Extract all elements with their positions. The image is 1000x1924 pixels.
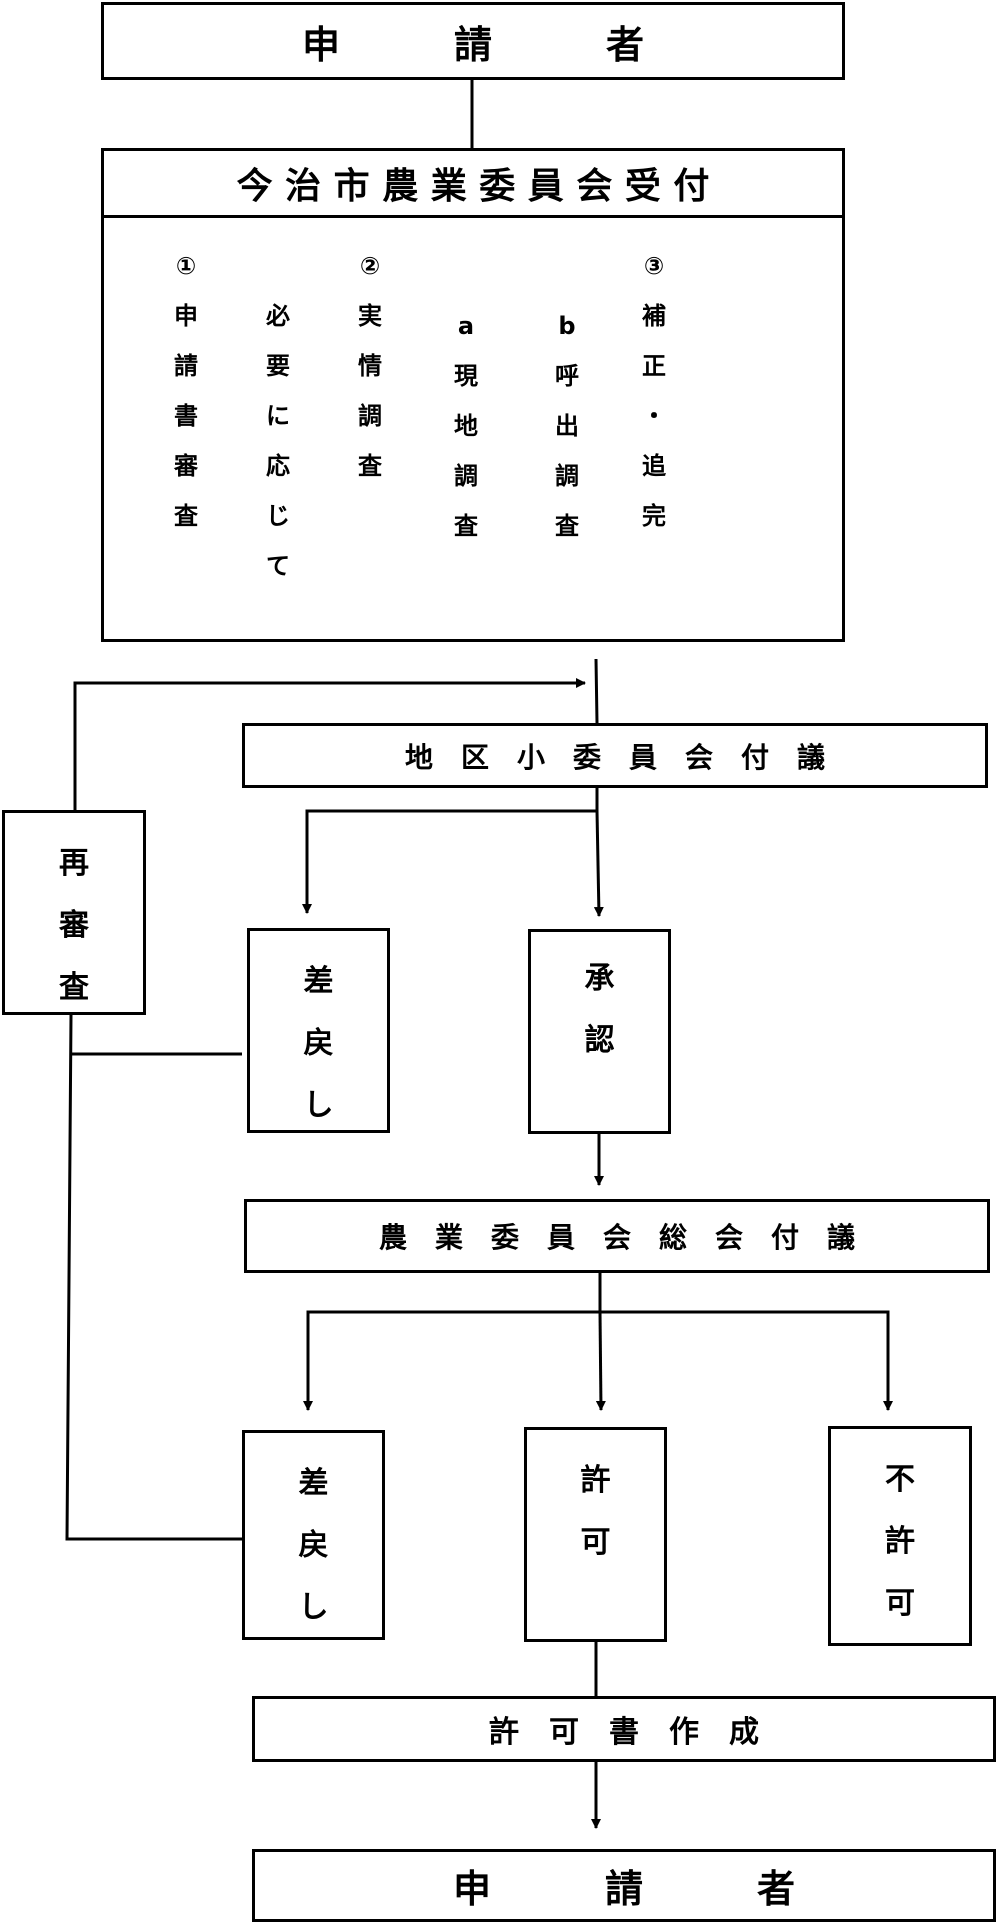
char: 再 [59, 846, 89, 881]
char: し [298, 1590, 329, 1625]
step-number: ③ [643, 252, 665, 280]
char: 補 [642, 302, 666, 330]
general-assembly-label: 農 業 委 員 会 総 会 付 議 [378, 1221, 855, 1254]
char: し [303, 1088, 334, 1123]
arrow-assembly-to-permit [595, 1311, 606, 1411]
sub-label: a [457, 312, 475, 340]
general-assembly-box: 農 業 委 員 会 総 会 付 議 [244, 1199, 990, 1273]
char: 査 [555, 512, 579, 540]
char: に [266, 402, 290, 430]
approval-box: 承 認 [528, 929, 671, 1134]
step-1-column: ① 申 請 書 審 査 [174, 241, 198, 541]
char: 差 [303, 964, 334, 999]
summons-survey-column: b 呼 出 調 査 [555, 241, 579, 551]
non-permit-box: 不 許 可 [828, 1426, 972, 1646]
arrow-district-to-return [302, 809, 597, 914]
arrow-assembly-to-return [303, 1310, 600, 1411]
char: 審 [174, 452, 198, 480]
char: 査 [59, 970, 89, 1005]
char: 申 [174, 302, 198, 330]
reception-title: 今 治 市 農 業 委 員 会 受 付 [236, 166, 710, 207]
applicant-box-bottom: 申 請 者 [252, 1849, 996, 1922]
char: 調 [454, 462, 478, 490]
applicant-label: 申 請 者 [452, 1867, 795, 1911]
reexamination-box: 再 審 査 [2, 810, 146, 1015]
char: て [266, 552, 290, 580]
char: 可 [885, 1586, 915, 1621]
char: 完 [642, 502, 666, 530]
onsite-survey-column: a 現 地 調 査 [454, 241, 478, 551]
step-2-column: ② 実 情 調 査 [358, 241, 382, 491]
applicant-box-top: 申 請 者 [101, 2, 845, 80]
return-box-district: 差 戻 し [247, 928, 390, 1133]
char: 差 [298, 1466, 329, 1501]
char: 必 [266, 302, 290, 330]
arrow-assembly-to-nonpermit [600, 1310, 893, 1411]
arrow-district-to-approval [593, 810, 604, 917]
char: 請 [174, 352, 198, 380]
as-needed-column: 必 要 に 応 じ て [266, 241, 290, 591]
char: 出 [555, 412, 579, 440]
char: 認 [584, 1023, 615, 1058]
return-box-assembly: 差 戻 し [242, 1430, 385, 1640]
char: ・ [642, 402, 666, 430]
char: 戻 [298, 1528, 329, 1563]
char: 応 [266, 452, 290, 480]
char: 承 [584, 961, 615, 996]
char: 審 [59, 908, 89, 943]
char: 許 [885, 1524, 915, 1559]
permit-box: 許 可 [524, 1427, 667, 1642]
step-number: ① [175, 252, 197, 280]
applicant-label: 申 請 者 [301, 22, 644, 67]
district-committee-box: 地 区 小 委 員 会 付 議 [242, 723, 988, 788]
reception-box: 今 治 市 農 業 委 員 会 受 付 ① 申 請 書 審 査 必 要 に 応 … [101, 148, 845, 642]
char: 査 [174, 502, 198, 530]
char: 正 [642, 352, 666, 380]
char: 査 [454, 512, 478, 540]
char: 要 [266, 352, 290, 380]
char: 戻 [303, 1026, 334, 1061]
char: 許 [580, 1463, 611, 1498]
permit-document-label: 許 可 書 作 成 [489, 1715, 759, 1750]
char: 査 [358, 452, 382, 480]
step-number: ② [359, 252, 381, 280]
connector-reception-district [594, 658, 599, 724]
connector-reexam-trunk [65, 1014, 242, 1541]
char: じ [266, 502, 290, 530]
char: 調 [555, 462, 579, 490]
char: 不 [885, 1462, 915, 1497]
sub-label: b [558, 312, 576, 340]
char: 地 [454, 412, 478, 440]
char: 情 [358, 352, 382, 380]
district-committee-label: 地 区 小 委 員 会 付 議 [404, 740, 825, 774]
step-3-column: ③ 補 正 ・ 追 完 [642, 241, 666, 541]
char: 現 [454, 362, 478, 390]
char: 追 [642, 452, 666, 480]
char: 調 [358, 402, 382, 430]
char: 呼 [555, 362, 579, 390]
char: 書 [174, 402, 198, 430]
char: 実 [358, 302, 382, 330]
permit-document-box: 許 可 書 作 成 [252, 1696, 996, 1762]
char: 可 [580, 1525, 611, 1560]
reception-header: 今 治 市 農 業 委 員 会 受 付 [104, 151, 842, 218]
arrow-reexam-to-district [73, 678, 586, 810]
